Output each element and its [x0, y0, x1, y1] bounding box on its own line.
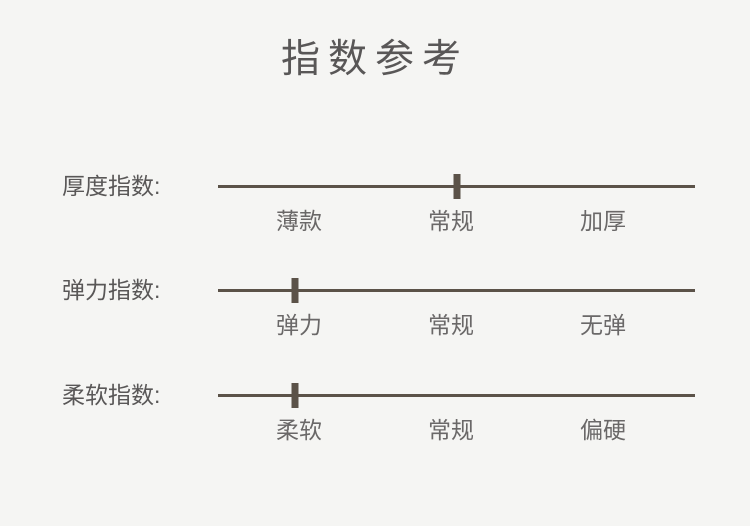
- index-scale-track: [218, 383, 695, 408]
- index-row-elasticity: 弹力指数: 弹力 常规 无弹: [0, 278, 750, 353]
- page-title: 指数参考: [280, 38, 469, 81]
- scale-level-labels: 柔软 常规 偏硬: [223, 416, 679, 445]
- scale-level-labels: 弹力 常规 无弹: [223, 311, 679, 340]
- index-scale-track: [218, 174, 695, 199]
- scale-level-labels: 薄款 常规 加厚: [223, 207, 679, 236]
- scale-level-label: 常规: [428, 312, 474, 338]
- index-row-softness: 柔软指数: 柔软 常规 偏硬: [0, 383, 750, 458]
- index-row-label: 弹力指数:: [62, 277, 161, 303]
- scale-level-label: 加厚: [580, 208, 626, 234]
- index-scale-marker: [453, 174, 461, 199]
- scale-level-label: 常规: [428, 417, 474, 443]
- index-row-label: 柔软指数:: [62, 382, 161, 408]
- index-row-label: 厚度指数:: [62, 173, 161, 199]
- index-scale-track: [218, 278, 695, 303]
- scale-level-label: 柔软: [276, 417, 322, 443]
- scale-level-label: 无弹: [580, 312, 626, 338]
- index-row-thickness: 厚度指数: 薄款 常规 加厚: [0, 174, 750, 249]
- index-scale-marker: [291, 278, 299, 303]
- scale-level-label: 偏硬: [580, 417, 626, 443]
- scale-level-label: 常规: [428, 208, 474, 234]
- scale-level-label: 弹力: [276, 312, 322, 338]
- scale-level-label: 薄款: [276, 208, 322, 234]
- index-scale-marker: [291, 383, 299, 408]
